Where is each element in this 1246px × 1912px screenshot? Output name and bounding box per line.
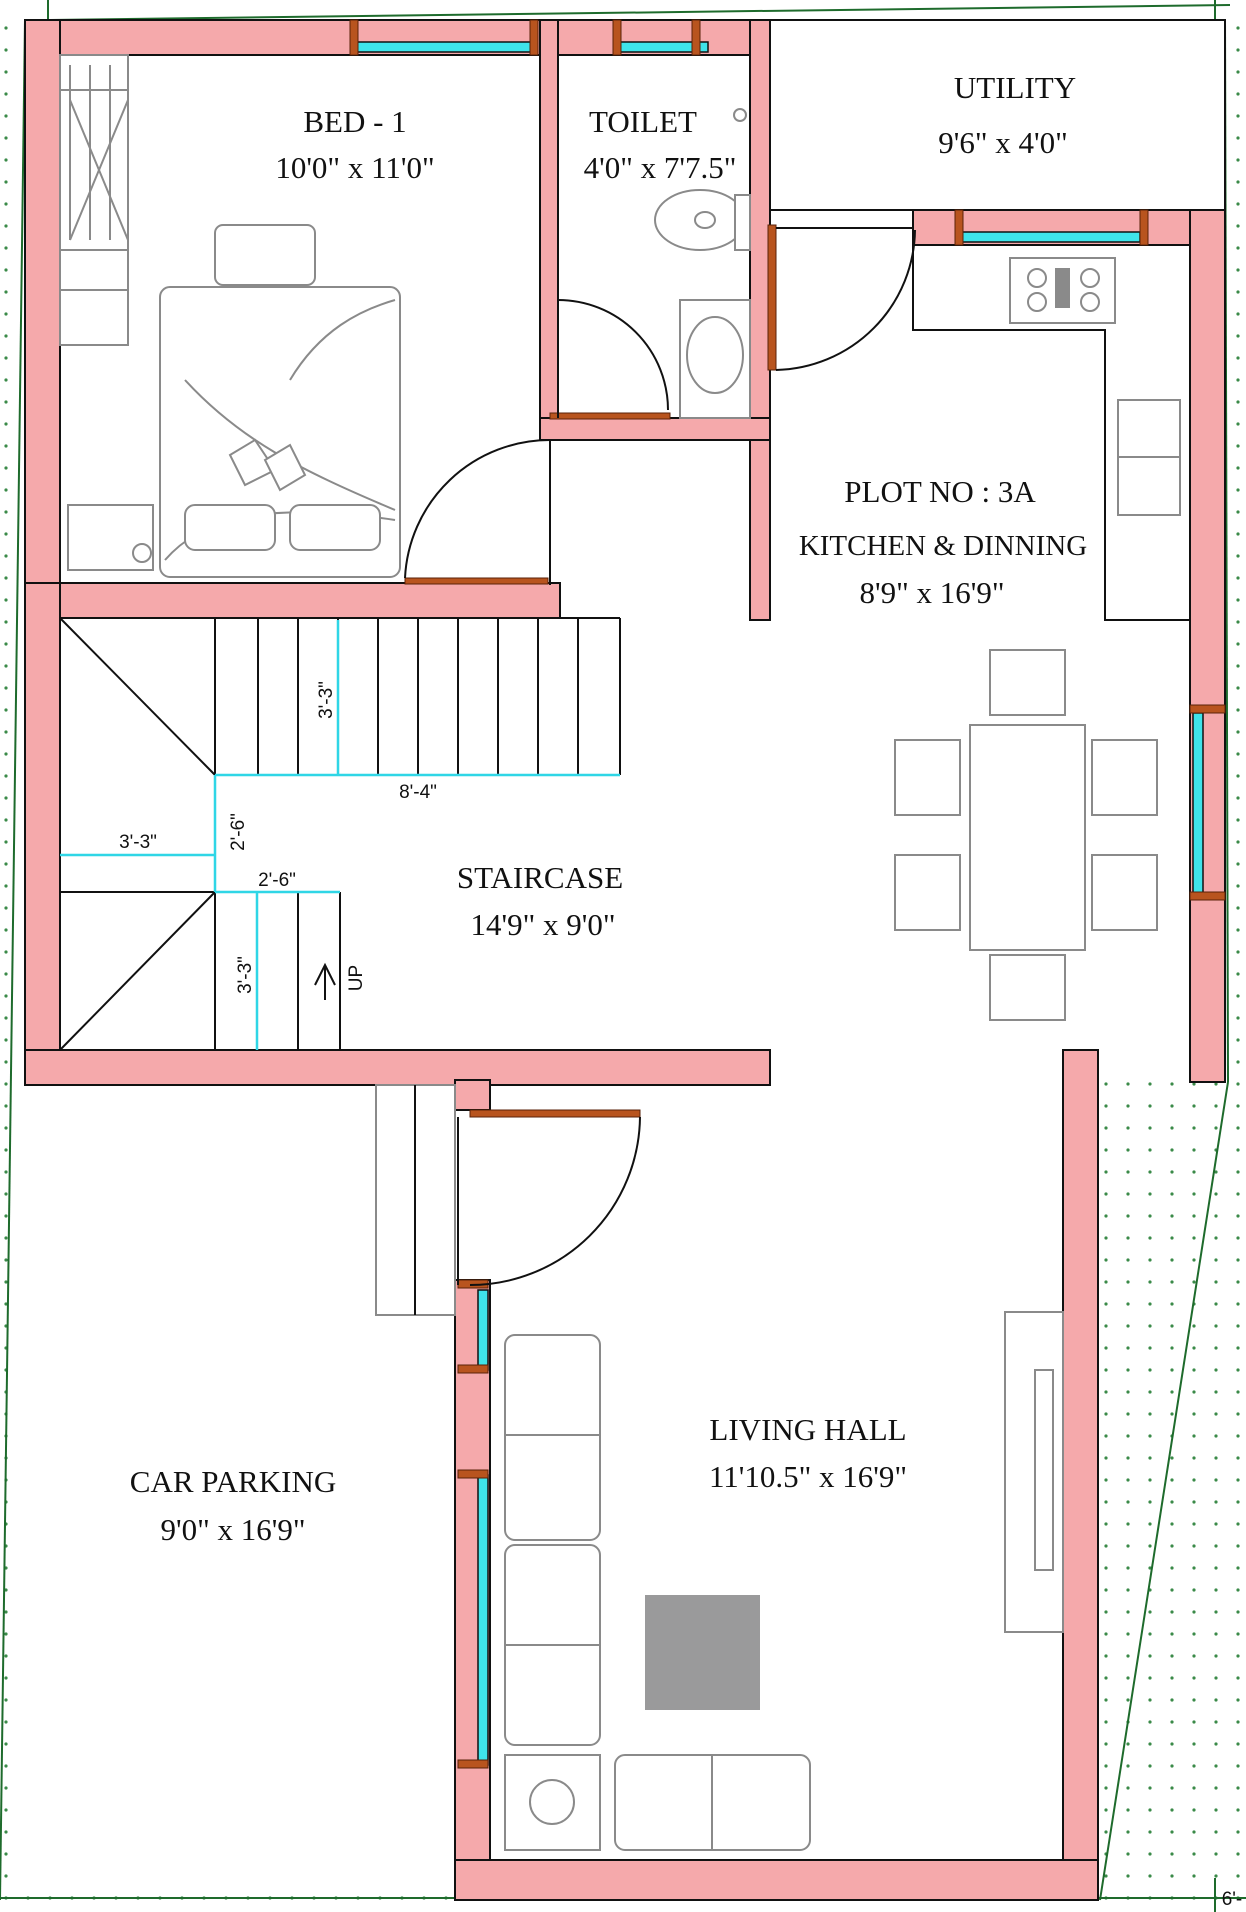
bed-room-size: 10'0" x 11'0" [275, 150, 434, 185]
dim-flight-length: 8'-4" [399, 782, 437, 803]
kitchen-fixtures [912, 245, 1190, 621]
kitchen-size: 8'9" x 16'9" [860, 575, 1005, 610]
utility-name: UTILITY [954, 70, 1076, 105]
dim-lower-step: 2'-6" [258, 870, 296, 891]
living-name: LIVING HALL [709, 1412, 906, 1447]
dim-flight-height: 3'-3" [316, 681, 337, 719]
dim-landing-depth: 2'-6" [228, 813, 249, 851]
plot-number: PLOT NO : 3A [844, 474, 1036, 509]
dim-landing-width: 3'-3" [119, 832, 157, 853]
toilet-name: TOILET [589, 104, 697, 139]
dimension-lines [60, 620, 620, 1050]
living-furniture [504, 1311, 1064, 1851]
staircase-name: STAIRCASE [457, 860, 623, 895]
dimension-labels: 3'-3" 8'-4" 3'-3" 2'-6" 2'-6" 3'-3" UP 6… [119, 681, 1242, 1910]
bed-furniture [59, 54, 401, 578]
staircase-size: 14'9" x 9'0" [471, 907, 616, 942]
utility-size: 9'6" x 4'0" [938, 125, 1067, 160]
toilet-fixtures [654, 108, 751, 419]
living-size: 11'10.5" x 16'9" [709, 1459, 907, 1494]
parking-name: CAR PARKING [130, 1464, 336, 1499]
doors [349, 19, 1226, 1769]
parking-size: 9'0" x 16'9" [161, 1512, 306, 1547]
bed-room-name: BED - 1 [303, 104, 406, 139]
dim-lower-flight: 3'-3" [235, 956, 256, 994]
walls [24, 19, 1226, 1901]
edge-marker: 6'- [1222, 1889, 1243, 1910]
room-labels: BED - 1 10'0" x 11'0" TOILET 4'0" x 7'7.… [130, 70, 1087, 1547]
up-label: UP [346, 965, 367, 991]
parking-divider [375, 1084, 456, 1316]
toilet-size: 4'0" x 7'7.5" [584, 150, 737, 185]
dining-table [894, 649, 1158, 1021]
kitchen-name: KITCHEN & DINNING [799, 530, 1087, 562]
